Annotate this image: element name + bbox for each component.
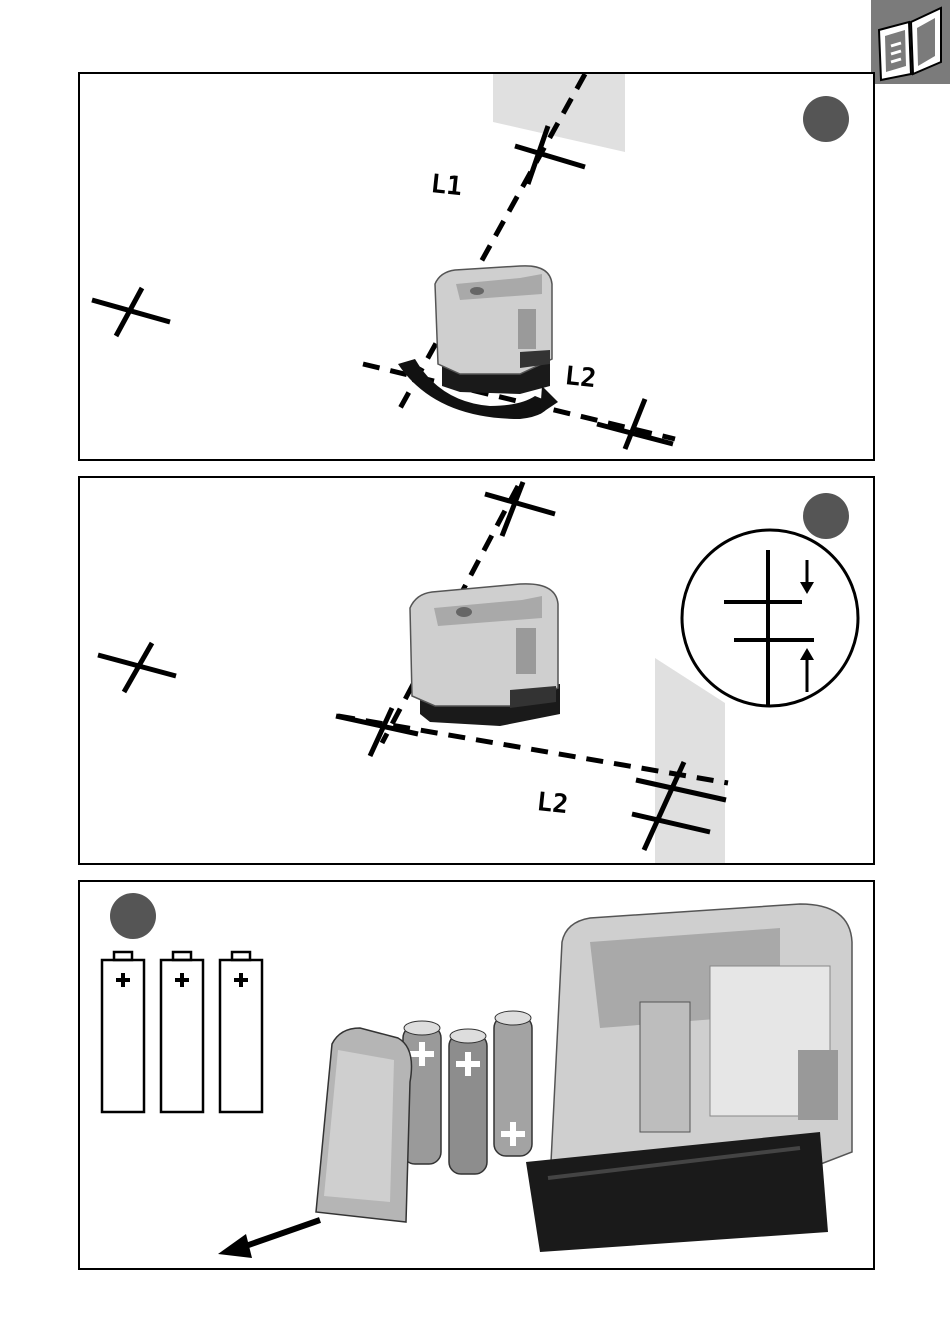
figure-1: L1 L2: [78, 72, 875, 461]
figure-marker-dot: [803, 96, 849, 142]
battery-symbol: [102, 952, 144, 1112]
cross-mark: [485, 482, 555, 536]
wall-target: [655, 658, 725, 863]
figure-2: L2: [78, 476, 875, 865]
cross-mark: [92, 288, 170, 336]
section-tab: [871, 0, 950, 84]
laser-device: [410, 584, 560, 726]
battery-symbol: [220, 952, 262, 1112]
aa-battery: [449, 1029, 487, 1174]
book-pages-icon: [871, 0, 950, 84]
battery-symbol: [161, 952, 203, 1112]
laser-device: [435, 266, 552, 394]
line-label-l2: L2: [535, 787, 569, 820]
cross-mark: [98, 643, 176, 692]
figure-marker-dot: [803, 493, 849, 539]
wall-target: [493, 74, 625, 152]
laser-device: [526, 904, 852, 1252]
line-label-l2: L2: [563, 361, 597, 394]
aa-battery: [494, 1011, 532, 1156]
cross-mark: [336, 708, 418, 756]
removal-arrow: [240, 1220, 320, 1248]
figure-3: [78, 880, 875, 1270]
figure-marker-dot: [110, 893, 156, 939]
detail-inset: [682, 530, 858, 706]
line-label-l1: L1: [429, 169, 463, 202]
